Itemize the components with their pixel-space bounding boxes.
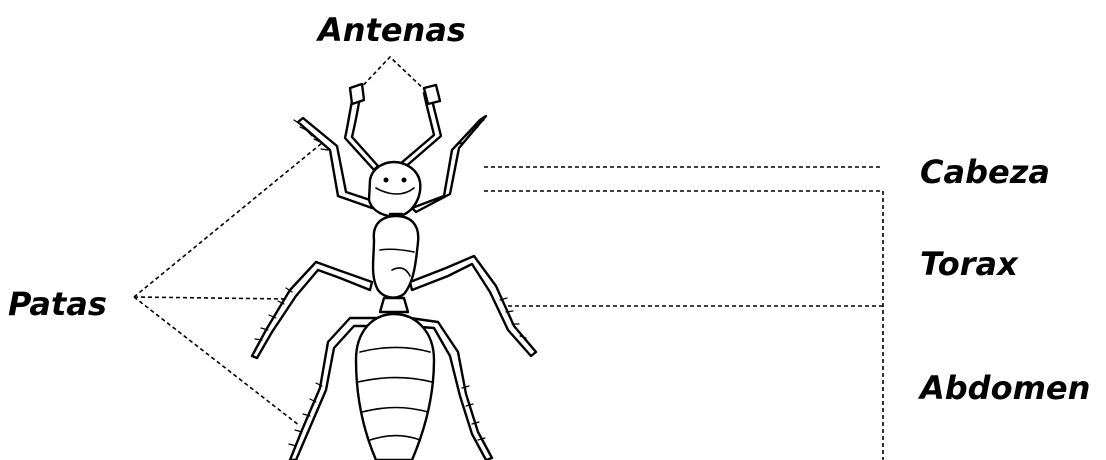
leader-legs-middle bbox=[134, 297, 288, 299]
leader-bracket bbox=[484, 191, 883, 460]
antennae-drawing bbox=[345, 84, 441, 170]
label-legs: Patas bbox=[8, 285, 107, 323]
leader-lines bbox=[134, 57, 883, 460]
ant-illustration bbox=[252, 84, 536, 460]
label-head: Cabeza bbox=[920, 153, 1050, 191]
label-antennae: Antenas bbox=[315, 11, 466, 49]
label-abdomen: Abdomen bbox=[917, 369, 1090, 407]
leader-antennae bbox=[354, 57, 428, 95]
abdomen-drawing bbox=[356, 314, 434, 460]
leader-legs-upper bbox=[134, 143, 322, 297]
label-thorax: Torax bbox=[920, 245, 1019, 283]
